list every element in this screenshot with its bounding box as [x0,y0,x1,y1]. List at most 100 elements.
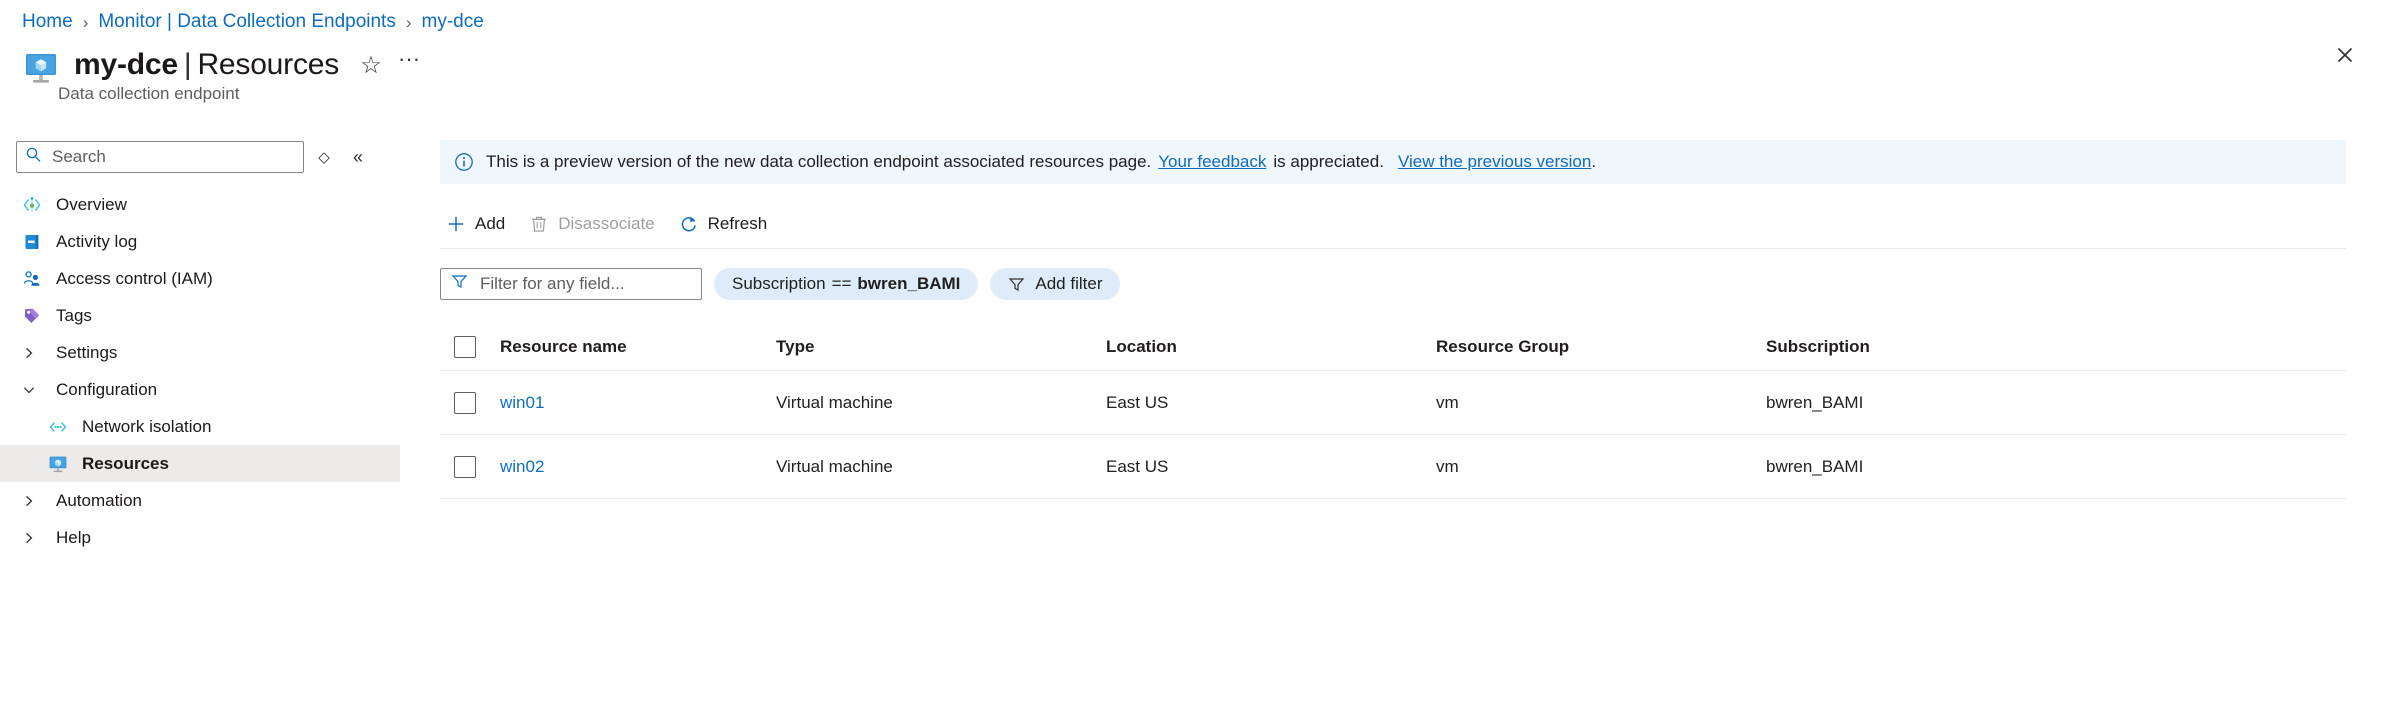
filter-bar: Subscription == bwren_BAMI Add filter [440,267,2346,301]
cell-resource-name: win02 [500,457,776,477]
active-filter-operator: == [831,274,852,293]
sidebar-item-activity-log[interactable]: Activity log [0,223,400,260]
filter-icon [1008,276,1025,293]
table-row[interactable]: win02 Virtual machine East US vm bwren_B… [440,435,2346,499]
banner-feedback-link[interactable]: Your feedback [1158,152,1267,171]
chevron-right-icon [22,494,48,508]
sidebar-item-label: Automation [56,490,142,510]
select-all-checkbox[interactable] [454,335,476,358]
page-title: my-dce|Resources [74,48,339,82]
sidebar-item-label: Resources [82,453,169,473]
blade-sidebar: ◇ « Overview [0,140,400,709]
active-filter-field: Subscription [732,274,826,293]
overview-icon [22,195,48,215]
sidebar-item-tags[interactable]: Tags [0,297,400,334]
row-checkbox[interactable] [454,391,476,414]
sidebar-sort-icon[interactable]: ◇ [318,149,330,166]
cell-resource-group: vm [1436,456,1459,476]
sidebar-item-label: Help [56,527,91,547]
sidebar-item-label: Configuration [56,379,158,399]
disassociate-button[interactable]: Disassociate [523,206,666,242]
column-header-resource-name[interactable]: Resource name [500,336,627,356]
column-header-location[interactable]: Location [1106,336,1177,356]
favorite-star-icon[interactable]: ☆ [360,51,382,79]
tags-icon [22,306,48,326]
resource-link[interactable]: win02 [500,456,545,476]
resource-link[interactable]: win01 [500,392,545,412]
filter-field-input-wrapper[interactable] [440,268,702,300]
banner-text-after: . [1591,152,1597,171]
sidebar-item-label: Activity log [56,231,138,251]
sidebar-group-help[interactable]: Help [0,519,400,556]
search-input[interactable] [50,146,295,168]
breadcrumb-separator-icon: › [405,12,412,32]
banner-previous-version-link[interactable]: View the previous version [1397,152,1592,171]
select-all-cell [440,335,500,358]
breadcrumb-item-monitor[interactable]: Monitor | Data Collection Endpoints [98,11,396,32]
add-filter-button[interactable]: Add filter [990,268,1121,300]
breadcrumb-separator-icon: › [82,12,89,32]
row-checkbox[interactable] [454,455,476,478]
column-header-resource-group[interactable]: Resource Group [1436,336,1570,356]
refresh-button[interactable]: Refresh [673,206,780,242]
command-bar: Add Disassociate [440,199,2346,249]
sidebar-item-resources[interactable]: Resources [0,445,400,482]
cell-location: East US [1106,392,1169,412]
page-title-separator: | [183,48,192,81]
cell-type: Virtual machine [776,456,893,476]
column-header-type[interactable]: Type [776,336,815,356]
column-header-subscription[interactable]: Subscription [1766,336,1870,356]
cell-type: Virtual machine [776,392,893,412]
info-icon [454,152,474,172]
add-label: Add [475,213,506,233]
sidebar-item-access-control[interactable]: Access control (IAM) [0,260,400,297]
preview-banner: This is a preview version of the new dat… [440,140,2346,184]
sidebar-collapse-icon[interactable]: « [352,146,363,167]
sidebar-item-label: Tags [56,305,92,325]
page-title-resource: my-dce [74,48,178,81]
filter-field-input[interactable] [478,273,691,295]
sidebar-item-overview[interactable]: Overview [0,186,400,223]
search-box[interactable] [16,141,304,173]
data-collection-endpoint-icon [22,49,60,87]
resources-icon [48,454,74,474]
sidebar-group-configuration[interactable]: Configuration [0,371,400,408]
cell-location: East US [1106,456,1169,476]
trash-icon [529,214,549,234]
refresh-label: Refresh [707,213,768,233]
sidebar-item-label: Access control (IAM) [56,268,213,288]
sidebar-search-row: ◇ « [0,140,400,174]
resources-table: Resource name Type Location Resource Gro… [440,323,2346,499]
blade-content: This is a preview version of the new dat… [440,140,2346,709]
more-options-icon[interactable]: ··· [398,46,421,71]
row-select-cell [440,455,500,478]
search-icon [25,146,42,168]
row-select-cell [440,391,500,414]
add-button[interactable]: Add [440,206,517,242]
banner-text: This is a preview version of the new dat… [486,152,1152,171]
disassociate-label: Disassociate [558,213,655,233]
refresh-icon [679,214,699,234]
sidebar-group-settings[interactable]: Settings [0,334,400,371]
filter-icon [451,273,468,295]
cell-subscription: bwren_BAMI [1766,456,1864,476]
active-filter-subscription[interactable]: Subscription == bwren_BAMI [714,268,979,300]
table-row[interactable]: win01 Virtual machine East US vm bwren_B… [440,371,2346,435]
sidebar-item-network-isolation[interactable]: Network isolation [0,408,400,445]
plus-icon [446,214,466,234]
cell-resource-group: vm [1436,392,1459,412]
breadcrumb: Home › Monitor | Data Collection Endpoin… [22,9,484,35]
network-isolation-icon [48,417,74,437]
sidebar-group-automation[interactable]: Automation [0,482,400,519]
sidebar-nav-list: Overview Activity log [0,186,400,556]
chevron-right-icon [22,346,48,360]
breadcrumb-item-my-dce[interactable]: my-dce [421,11,484,32]
breadcrumb-item-home[interactable]: Home [22,11,73,32]
access-control-icon [22,269,48,289]
page-title-section: Resources [197,48,340,81]
cell-subscription: bwren_BAMI [1766,392,1864,412]
active-filter-value: bwren_BAMI [857,274,961,293]
page-subtitle: Data collection endpoint [58,84,240,103]
close-blade-button[interactable] [2328,38,2362,72]
